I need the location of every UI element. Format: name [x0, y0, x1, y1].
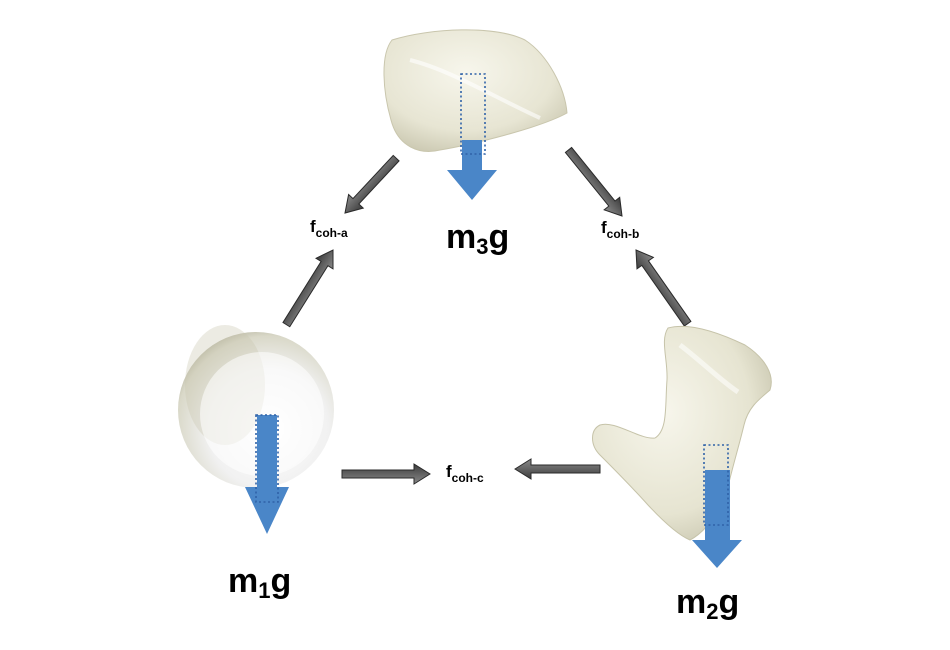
label-m3g-sub: 3	[476, 234, 489, 259]
gravity-arrow-m2	[692, 444, 742, 568]
gravity-arrow-m1	[245, 414, 289, 534]
label-m1g-sub: 1	[258, 578, 271, 603]
label-fcoh-a-main: f	[310, 217, 316, 236]
force-arrow-m2-to-b	[635, 249, 692, 327]
label-m2g: m2g	[676, 585, 739, 623]
label-m3g: m3g	[446, 220, 509, 258]
gravity-arrow-m3	[447, 73, 497, 200]
label-m1g-tail: g	[270, 562, 292, 600]
label-fcoh-b: fcoh-b	[601, 219, 639, 240]
label-fcoh-a: fcoh-a	[310, 218, 348, 239]
label-m2g-main: m	[676, 583, 707, 621]
label-fcoh-a-sub: coh-a	[315, 226, 348, 240]
particle-m1	[178, 325, 334, 488]
force-arrow-m1-to-c	[341, 463, 431, 485]
label-m1g: m1g	[228, 564, 291, 602]
label-m2g-sub: 2	[706, 599, 719, 624]
label-fcoh-c-main: f	[446, 462, 452, 481]
particle-m2	[592, 325, 772, 541]
label-fcoh-b-sub: coh-b	[606, 227, 640, 241]
force-arrow-m1-to-a	[282, 249, 334, 328]
force-arrow-m3-to-b	[564, 146, 623, 217]
particle-m3	[383, 29, 568, 152]
force-arrow-m3-to-a	[344, 154, 400, 214]
force-arrow-m2-to-c	[514, 458, 601, 480]
label-m1g-main: m	[228, 562, 259, 600]
label-m3g-tail: g	[488, 218, 510, 256]
label-m3g-main: m	[446, 218, 477, 256]
label-fcoh-c-sub: coh-c	[451, 471, 484, 485]
label-fcoh-c: fcoh-c	[446, 463, 484, 484]
label-fcoh-b-main: f	[601, 218, 607, 237]
label-m2g-tail: g	[718, 583, 740, 621]
